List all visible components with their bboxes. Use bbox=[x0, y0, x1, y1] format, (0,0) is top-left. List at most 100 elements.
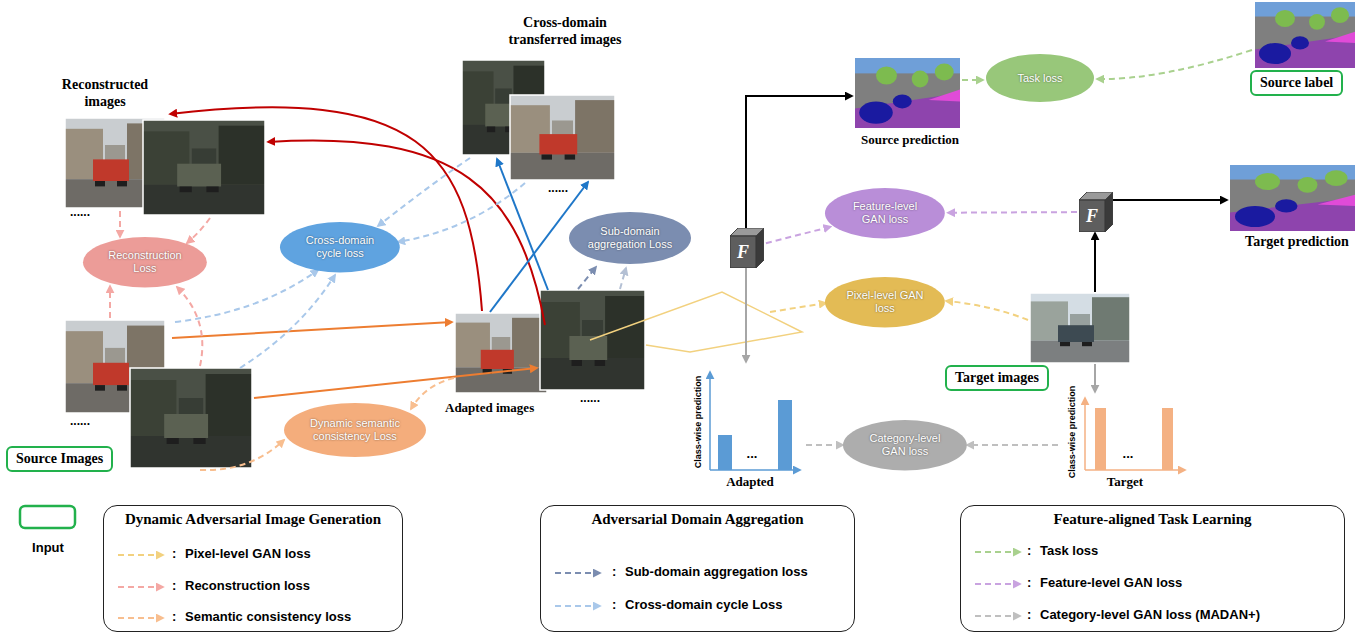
flow-arrow bbox=[240, 275, 335, 368]
flow-arrow bbox=[962, 79, 983, 81]
flow-arrow bbox=[177, 287, 202, 366]
caption-label: : bbox=[172, 578, 180, 593]
loss-ellipse: Dynamic semantic consistency Loss bbox=[283, 402, 427, 458]
flow-arrow bbox=[119, 211, 121, 237]
legend-title: Adversarial Domain Aggregation bbox=[541, 506, 854, 528]
legend-line bbox=[118, 617, 163, 619]
caption-label: Adapted bbox=[715, 474, 785, 490]
legend-text: Cross-domain cycle Loss bbox=[625, 597, 783, 612]
flow-arrow bbox=[1094, 364, 1096, 392]
network-block: F bbox=[1079, 192, 1113, 232]
flow-arrow bbox=[170, 107, 482, 311]
flow-arrow bbox=[745, 268, 747, 362]
loss-ellipse: Sub-domain aggregation Loss bbox=[568, 211, 692, 265]
input-box: Source label bbox=[1250, 70, 1343, 96]
caption-label: ...... bbox=[580, 391, 610, 405]
caption-label: : bbox=[1027, 543, 1035, 558]
flow-arrow bbox=[172, 322, 452, 338]
flow-arrow bbox=[1113, 199, 1227, 201]
legend-line bbox=[555, 605, 600, 607]
caption-label: : bbox=[1027, 607, 1035, 622]
legend-text: Task loss bbox=[1040, 543, 1098, 558]
flow-arrow bbox=[578, 267, 596, 289]
input-box: Target images bbox=[945, 365, 1049, 391]
loss-name: Pixel-level GAN loss bbox=[841, 289, 929, 315]
class-bar bbox=[718, 435, 732, 470]
street-photo bbox=[143, 120, 265, 215]
loss-name: Cross-domain cycle loss bbox=[296, 234, 384, 260]
caption-label: Source prediction bbox=[850, 132, 970, 148]
class-bar bbox=[778, 400, 792, 470]
feature-gan-arrow bbox=[948, 211, 1077, 214]
input-name: Source label bbox=[1260, 75, 1333, 91]
input-name: Source Images bbox=[16, 451, 103, 467]
loss-name: Task loss bbox=[1017, 72, 1062, 85]
flow-arrow bbox=[1084, 398, 1086, 470]
legend-text: Reconstruction loss bbox=[185, 578, 310, 593]
loss-name: Category-level GAN loss bbox=[859, 432, 950, 458]
flow-arrow bbox=[268, 141, 545, 325]
flow-arrow bbox=[254, 368, 537, 398]
flow-arrow bbox=[497, 159, 548, 290]
flow-arrow bbox=[709, 372, 711, 470]
flow-arrow bbox=[620, 268, 626, 289]
caption-label: ...... bbox=[548, 181, 578, 195]
legend-line bbox=[118, 586, 163, 588]
caption-label: ...... bbox=[70, 414, 100, 428]
network-block: F bbox=[730, 228, 764, 268]
legend-line bbox=[975, 615, 1020, 617]
caption-label: Target bbox=[1095, 474, 1155, 490]
legend-text: Semantic consistency loss bbox=[185, 609, 351, 624]
caption-label: : bbox=[612, 564, 620, 579]
flow-arrow bbox=[378, 158, 470, 226]
caption-label: : bbox=[172, 609, 180, 624]
legend-line bbox=[975, 583, 1020, 585]
loss-ellipse: Feature-level GAN loss bbox=[824, 187, 946, 239]
segmentation-map bbox=[855, 58, 960, 128]
segmentation-map bbox=[1255, 2, 1355, 68]
street-photo bbox=[130, 368, 252, 468]
loss-name: Dynamic semantic consistency Loss bbox=[300, 417, 409, 443]
loss-ellipse: Cross-domain cycle loss bbox=[279, 221, 401, 273]
legend-text: Feature-level GAN loss bbox=[1040, 575, 1182, 590]
legend-line bbox=[555, 572, 600, 574]
flow-arrow bbox=[187, 218, 210, 243]
network-name: F bbox=[1079, 200, 1105, 232]
legend-text: Pixel-level GAN loss bbox=[185, 546, 311, 561]
caption-label: ... bbox=[1113, 446, 1143, 461]
input-swatch bbox=[20, 506, 75, 528]
input-name: Target images bbox=[955, 370, 1039, 386]
loss-ellipse: Category-level GAN loss bbox=[842, 419, 968, 471]
legend-text: Sub-domain aggregation loss bbox=[625, 564, 808, 579]
street-photo bbox=[540, 290, 645, 390]
legend-line bbox=[118, 554, 163, 556]
caption-label: Target prediction bbox=[1232, 234, 1362, 250]
loss-name: Sub-domain aggregation Loss bbox=[583, 225, 677, 251]
legend-text: Category-level GAN loss (MADAN+) bbox=[1040, 607, 1260, 622]
caption-label: ...... bbox=[70, 205, 100, 219]
flow-arrow bbox=[770, 303, 826, 312]
flow-arrow bbox=[1094, 233, 1096, 292]
caption-label: : bbox=[612, 597, 620, 612]
caption-label: Cross-domain transferred images bbox=[500, 14, 630, 48]
loss-name: Reconstruction Loss bbox=[99, 249, 190, 275]
flow-arrow bbox=[200, 440, 284, 470]
flow-arrow bbox=[398, 183, 525, 242]
flow-arrow bbox=[590, 292, 802, 352]
loss-name: Feature-level GAN loss bbox=[841, 200, 929, 226]
loss-ellipse: Pixel-level GAN loss bbox=[824, 276, 946, 328]
loss-ellipse: Task loss bbox=[985, 53, 1095, 103]
class-bar bbox=[1162, 408, 1173, 470]
legend-text: Input bbox=[18, 540, 78, 555]
street-photo bbox=[455, 313, 547, 393]
street-photo bbox=[510, 95, 615, 180]
legend-title: Dynamic Adversarial Image Generation bbox=[104, 506, 402, 528]
feature-gan-arrow bbox=[766, 227, 831, 243]
caption-label: : bbox=[172, 546, 180, 561]
flow-arrow bbox=[109, 286, 111, 318]
flow-arrow bbox=[946, 301, 1028, 320]
legend-line bbox=[975, 551, 1020, 553]
